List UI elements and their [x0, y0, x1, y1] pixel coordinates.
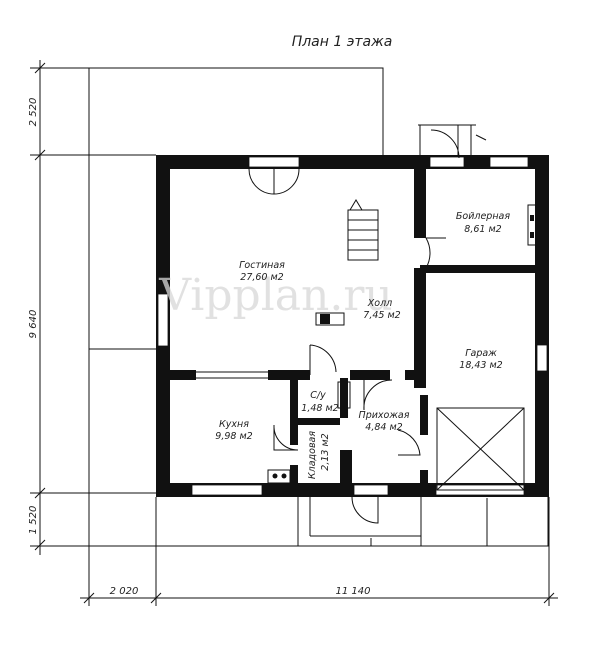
- bottom-dimension-line: [80, 349, 558, 606]
- room-area: 8,61 м2: [464, 224, 501, 235]
- bathroom-fixture: [337, 381, 351, 409]
- room-labels: Гостиная 27,60 м2 Холл 7,45 м2 Бойлерная…: [215, 211, 510, 479]
- room-area: 4,84 м2: [365, 422, 402, 433]
- entrance-door-opening: [353, 484, 389, 496]
- room-name: Кладовая: [307, 431, 318, 479]
- dimension-left-mid: 9 640: [28, 310, 39, 339]
- dimension-left-bottom: 1 520: [28, 506, 39, 535]
- door-swings: [248, 124, 487, 524]
- room-area: 1,48 м2: [301, 403, 338, 414]
- dimension-left-top: 2 520: [28, 98, 39, 127]
- watermark: Vipplan.ru: [158, 270, 392, 321]
- room-area: 7,45 м2: [363, 310, 400, 321]
- room-area: 27,60 м2: [240, 272, 283, 283]
- room-area: 18,43 м2: [459, 360, 502, 371]
- room-name: Холл: [367, 298, 392, 309]
- plan-title: План 1 этажа: [292, 34, 393, 50]
- boiler-unit: [527, 204, 537, 246]
- dimension-bottom-main: 11 140: [336, 586, 371, 597]
- garage-apron: [420, 496, 549, 547]
- room-name: Гостиная: [239, 260, 285, 271]
- room-name: С/у: [310, 390, 326, 401]
- living-room-door-opening: [248, 156, 300, 168]
- kitchen-stove: [267, 469, 291, 484]
- dimension-bottom-left: 2 020: [110, 586, 139, 597]
- room-area: 2,13 м2: [320, 433, 331, 470]
- staircase: [347, 199, 379, 261]
- room-name: Кухня: [219, 419, 249, 430]
- kitchen-window: [191, 484, 263, 496]
- living-room-window-left: [157, 293, 169, 347]
- garage-car: [436, 407, 525, 491]
- room-name: Прихожая: [359, 410, 410, 421]
- boiler-door-opening: [429, 156, 465, 168]
- room-name: Бойлерная: [456, 211, 510, 222]
- left-dimension-line: [30, 60, 298, 555]
- garage-window: [536, 344, 548, 372]
- room-name: Гараж: [465, 348, 497, 359]
- porch-outline: [297, 496, 422, 547]
- room-area: 9,98 м2: [215, 431, 252, 442]
- boiler-window: [489, 156, 529, 168]
- stove: [315, 312, 345, 326]
